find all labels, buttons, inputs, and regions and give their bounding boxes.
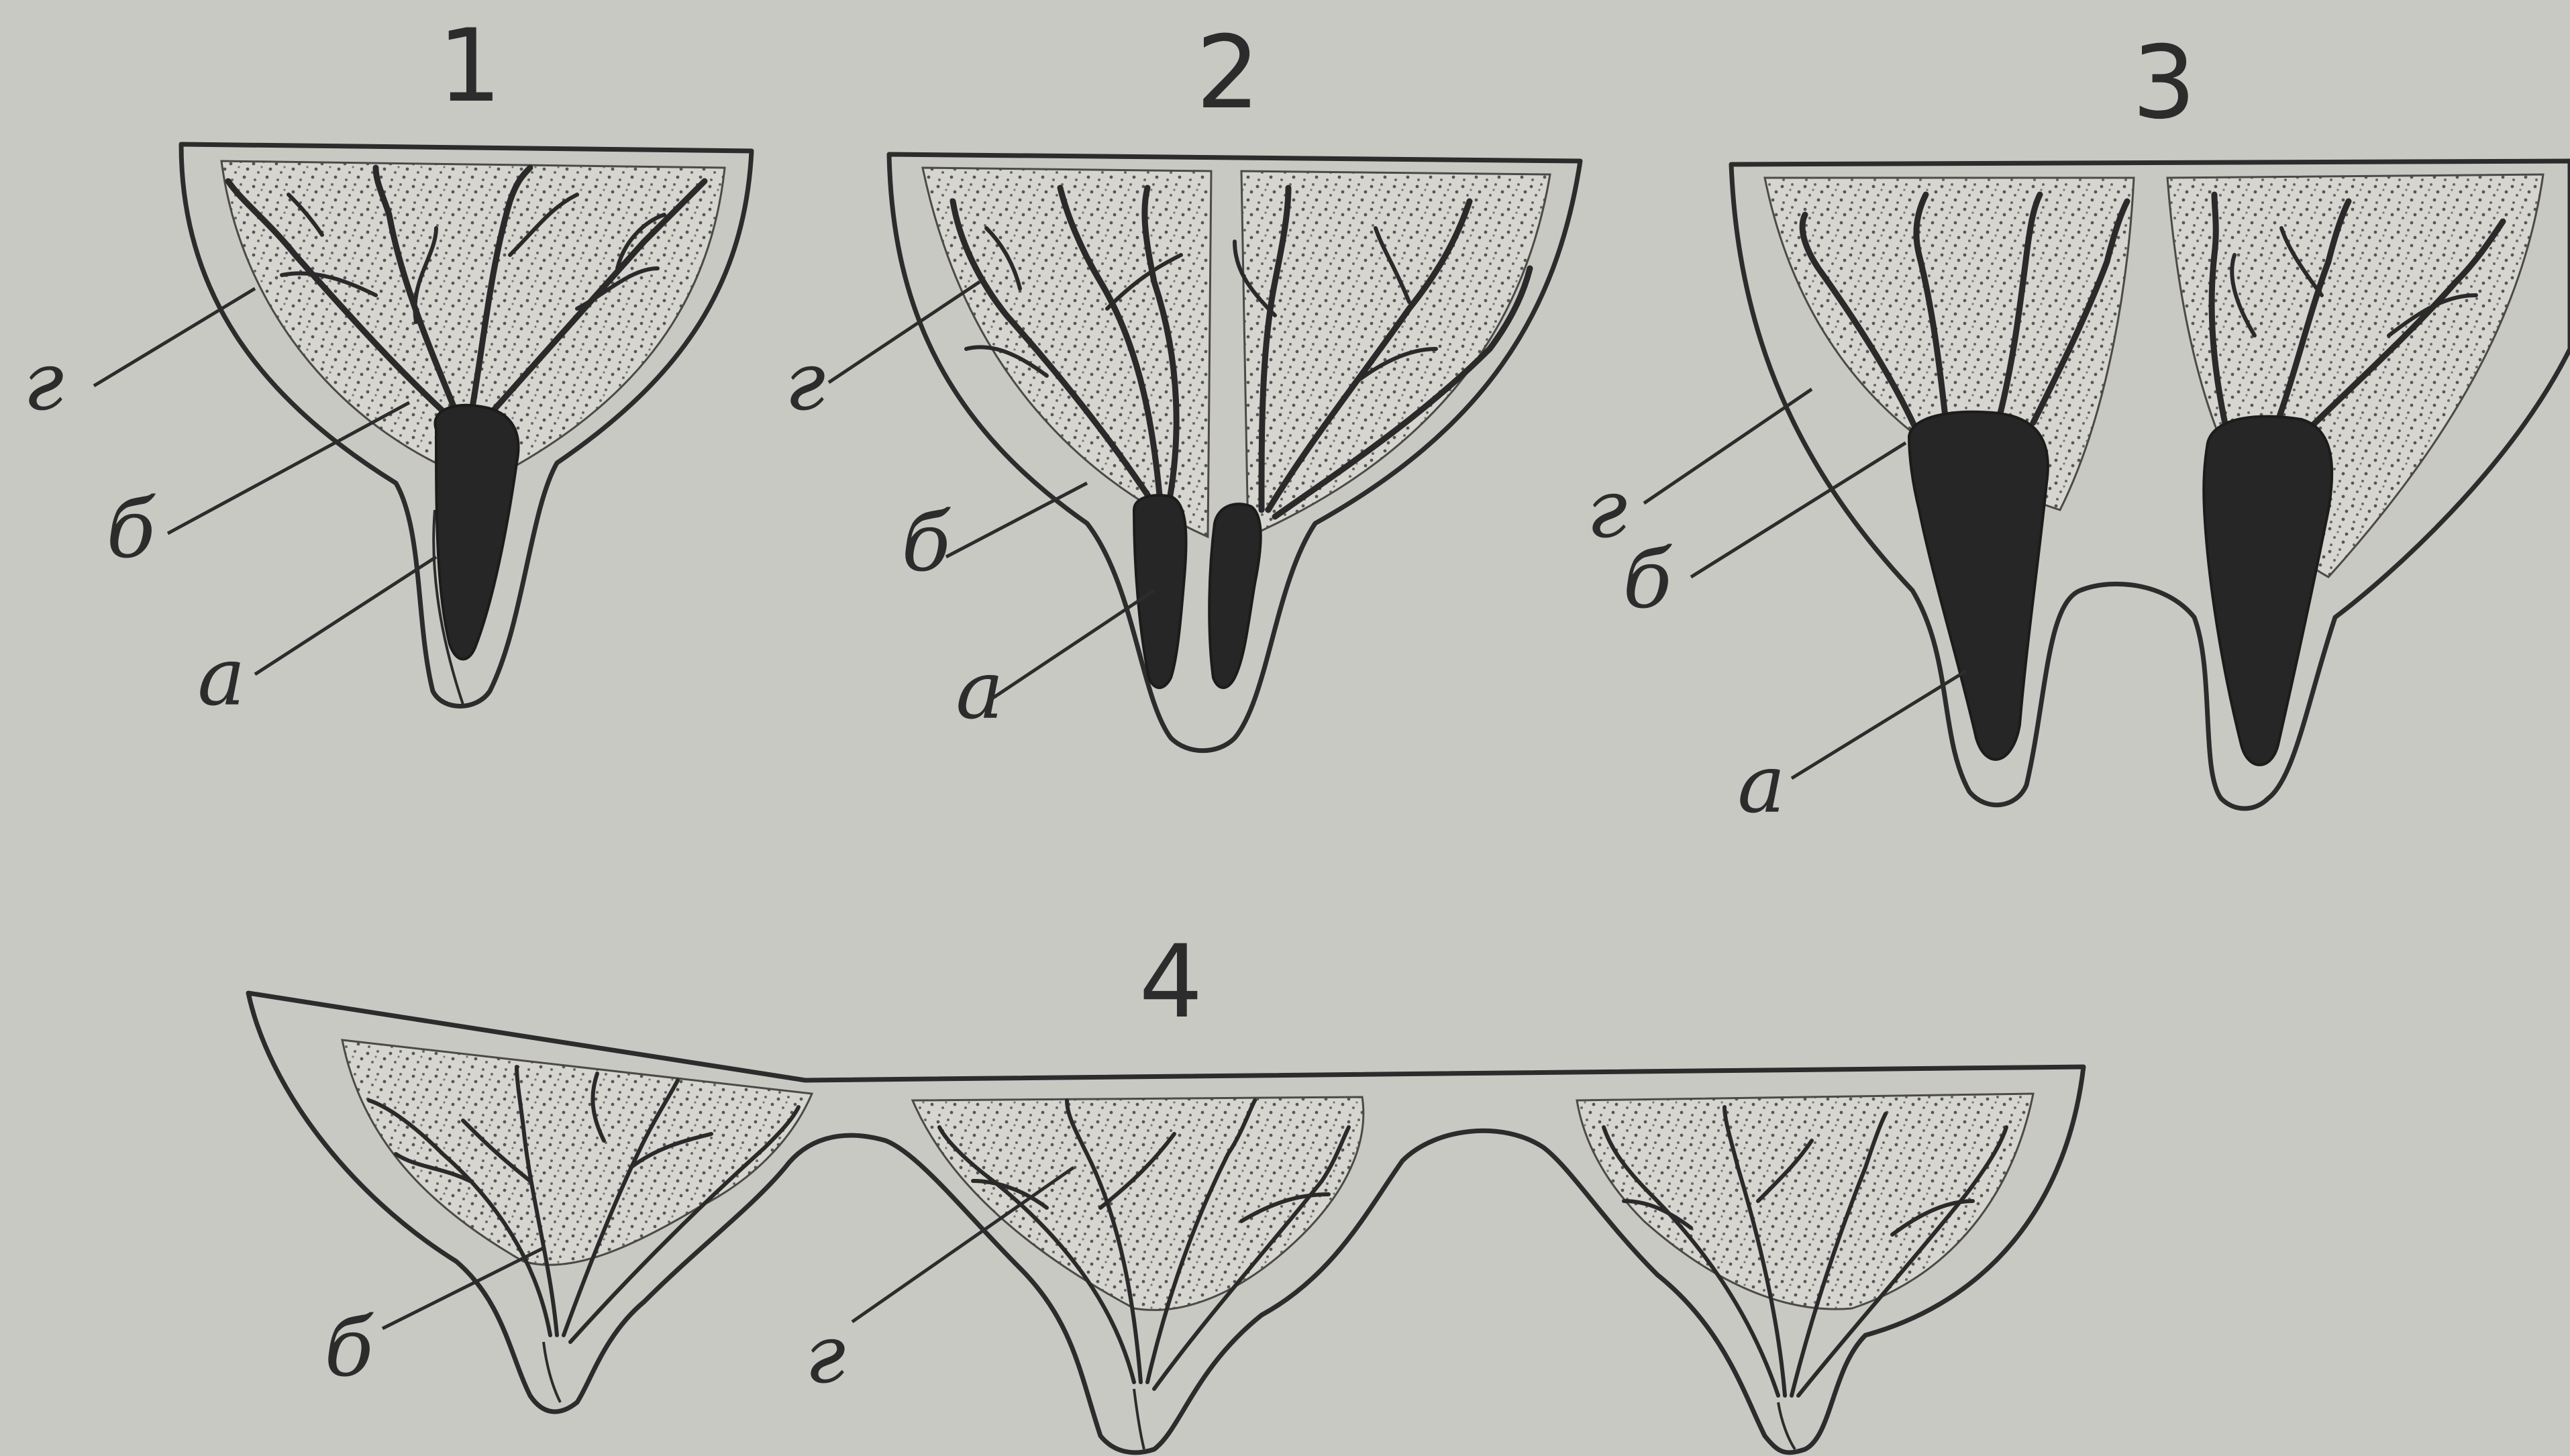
panel-4-number: 4 (1139, 924, 1202, 1041)
panel-3-number: 3 (2132, 25, 2196, 142)
panel-1-label-g: г (23, 335, 64, 429)
panel-4: 4 (248, 924, 2084, 1453)
panel-3-label-a: а (1737, 738, 1786, 831)
panel-3-cistern-left (1909, 412, 2048, 760)
panel-2-label-b: б (901, 497, 951, 590)
panel-3-label-b: б (1623, 533, 1672, 627)
panel-2-tissue-left (923, 168, 1211, 537)
panel-1-milk-cistern (435, 405, 518, 660)
panel-2: 2 г б а (785, 15, 1580, 751)
panel-2-label-a: а (956, 644, 1004, 737)
panel-2-label-g: г (785, 335, 826, 429)
panel-4-tissue-middle (913, 1097, 1364, 1310)
panel-3-cistern-right (2204, 417, 2332, 765)
panel-1-label-a: а (197, 631, 246, 724)
panel-2-cistern-right (1209, 504, 1261, 688)
panel-2-number: 2 (1196, 15, 1260, 132)
panel-1-label-b: б (106, 483, 156, 576)
panel-4-label-b: б (324, 1302, 374, 1395)
panel-3-label-g: г (1587, 463, 1628, 556)
panel-4-label-g: г (805, 1308, 846, 1402)
panel-1: 1 г б а (23, 8, 752, 724)
panel-3: 3 г б а (1587, 25, 2570, 831)
panel-1-number: 1 (438, 8, 501, 125)
